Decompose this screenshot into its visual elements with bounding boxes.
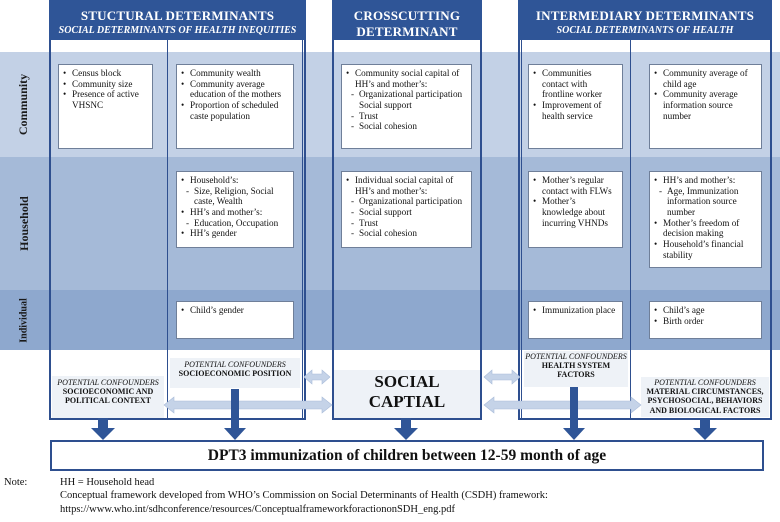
down-arrow-material: [693, 418, 717, 440]
double-arrow-lower-left: [163, 396, 333, 414]
social-capital-line1: SOCIAL: [374, 372, 440, 391]
list-item: Community average education of the mothe…: [181, 79, 289, 100]
list-item: Community average information source num…: [654, 89, 757, 121]
list-item: Household’s financial stability: [654, 239, 757, 260]
box-intermediary-household-health: Mother’s regular contact with FLWsMother…: [528, 171, 623, 248]
list-item: Improvement of health service: [533, 100, 618, 121]
list-item: Education, Occupation: [181, 218, 289, 229]
list-item: HH’s and mother’s:: [654, 175, 757, 186]
confounder-socioeconomic-position: POTENTIAL CONFOUNDERS SOCIOECONOMIC POSI…: [170, 358, 300, 388]
structural-subtitle: SOCIAL DETERMINANTS OF HEALTH INEQUITIES: [58, 25, 297, 36]
list-item: Child’s age: [654, 305, 757, 316]
list-item: HH’s and mother’s:: [181, 207, 289, 218]
box-structural-community-position: Community wealthCommunity average educat…: [176, 64, 294, 149]
list-item: Mother’s freedom of decision making: [654, 218, 757, 239]
confounder-health-system: POTENTIAL CONFOUNDERS HEALTH SYSTEM FACT…: [524, 351, 628, 387]
box-intermediary-individual-health: Immunization place: [528, 301, 623, 339]
list-item: Mother’s regular contact with FLWs: [533, 175, 618, 196]
note-line2: Conceptual framework developed from WHO’…: [60, 490, 548, 502]
list-item: Community social capital of HH’s and mot…: [346, 68, 467, 89]
structural-header: STUCTURAL DETERMINANTS SOCIAL DETERMINAN…: [49, 0, 306, 40]
confounder-socioeconomic-position-name: SOCIOECONOMIC POSITION: [178, 369, 292, 379]
note-label: Note:: [4, 477, 28, 488]
intermediary-subtitle: SOCIAL DETERMINANTS OF HEALTH: [556, 25, 734, 36]
confounder-material-circumstances-name: MATERIAL CIRCUMSTANCES, PSYCHOSOCIAL, BE…: [646, 387, 764, 415]
list-item: Social cohesion: [346, 121, 467, 132]
list-item: Individual social capital of HH’s and mo…: [346, 175, 467, 196]
list-item: Trust: [346, 111, 467, 122]
box-structural-individual: Child’s gender: [176, 301, 294, 339]
list-item: Mother’s knowledge about incurring VHNDs: [533, 196, 618, 228]
confounder-sociopolitical-name: SOCIOECONOMIC AND POLITICAL CONTEXT: [62, 387, 154, 406]
intermediary-title: INTERMEDIARY DETERMINANTS: [535, 8, 755, 23]
list-item: Age, Immunization information source num…: [654, 186, 757, 218]
confounder-material-circumstances: POTENTIAL CONFOUNDERS MATERIAL CIRCUMSTA…: [641, 377, 769, 417]
box-crosscutting-household: Individual social capital of HH’s and mo…: [341, 171, 472, 248]
box-intermediary-community-health: Communities contact with frontline worke…: [528, 64, 623, 149]
list-item: Trust: [346, 218, 467, 229]
down-arrow-sociopolitical: [91, 418, 115, 440]
social-capital-line2: CAPTIAL: [368, 392, 446, 412]
list-item: Community average of child age: [654, 68, 757, 89]
crosscutting-header: CROSSCUTTING DETERMINANT: [332, 0, 482, 40]
down-arrows: [91, 387, 717, 440]
box-crosscutting-community: Community social capital of HH’s and mot…: [341, 64, 472, 149]
list-item: HH’s gender: [181, 228, 289, 239]
note-line3: https://www.who.int/sdhconference/resour…: [60, 503, 456, 515]
down-arrow-social-capital: [394, 418, 418, 440]
list-item: Community size: [63, 79, 148, 90]
box-structural-community-context: Census blockCommunity sizePresence of ac…: [58, 64, 153, 149]
structural-title: STUCTURAL DETERMINANTS: [80, 8, 275, 23]
crosscutting-title-line2: DETERMINANT: [356, 24, 458, 39]
confounder-health-system-name: HEALTH SYSTEM FACTORS: [541, 361, 611, 380]
box-intermediary-household-material: HH’s and mother’s:Age, Immunization info…: [649, 171, 762, 268]
down-arrow-socioeconomic-position: [224, 389, 246, 440]
confounder-material-circumstances-label: POTENTIAL CONFOUNDERS: [654, 378, 756, 387]
list-item: Size, Religion, Social caste, Wealth: [181, 186, 289, 207]
social-capital-label: SOCIAL CAPTIAL: [334, 370, 480, 418]
intermediary-header: INTERMEDIARY DETERMINANTS SOCIAL DETERMI…: [518, 0, 772, 40]
note-line1: HH = Household head: [60, 477, 155, 488]
list-item: Child’s gender: [181, 305, 289, 316]
list-item: Social cohesion: [346, 228, 467, 239]
list-item: Presence of active VHSNC: [63, 89, 148, 110]
outcome-box: DPT3 immunization of children between 12…: [50, 440, 764, 471]
box-structural-household: Household’s:Size, Religion, Social caste…: [176, 171, 294, 248]
confounder-socioeconomic-position-label: POTENTIAL CONFOUNDERS: [184, 360, 286, 369]
confounder-sociopolitical: POTENTIAL CONFOUNDERS SOCIOECONOMIC AND …: [52, 376, 164, 418]
list-item: Birth order: [654, 316, 757, 327]
list-item: Organizational participation Social supp…: [346, 89, 467, 110]
confounder-health-system-label: POTENTIAL CONFOUNDERS: [525, 352, 627, 361]
confounder-sociopolitical-label: POTENTIAL CONFOUNDERS: [57, 378, 159, 387]
double-arrows: [163, 369, 642, 414]
down-arrow-health-system: [563, 387, 585, 440]
list-item: Proportion of scheduled caste population: [181, 100, 289, 121]
list-item: Communities contact with frontline worke…: [533, 68, 618, 100]
list-item: Community wealth: [181, 68, 289, 79]
list-item: Social support: [346, 207, 467, 218]
double-arrow-upper-right: [483, 369, 521, 385]
double-arrow-upper-left: [303, 369, 331, 385]
list-item: Census block: [63, 68, 148, 79]
list-item: Organizational participation: [346, 196, 467, 207]
box-intermediary-individual-material: Child’s ageBirth order: [649, 301, 762, 339]
double-arrow-lower-right: [483, 396, 642, 414]
crosscutting-title-line1: CROSSCUTTING: [353, 8, 461, 23]
box-intermediary-community-material: Community average of child ageCommunity …: [649, 64, 762, 149]
list-item: Immunization place: [533, 305, 618, 316]
note-text: HH = Household head Conceptual framework…: [60, 476, 548, 516]
list-item: Household’s:: [181, 175, 289, 186]
